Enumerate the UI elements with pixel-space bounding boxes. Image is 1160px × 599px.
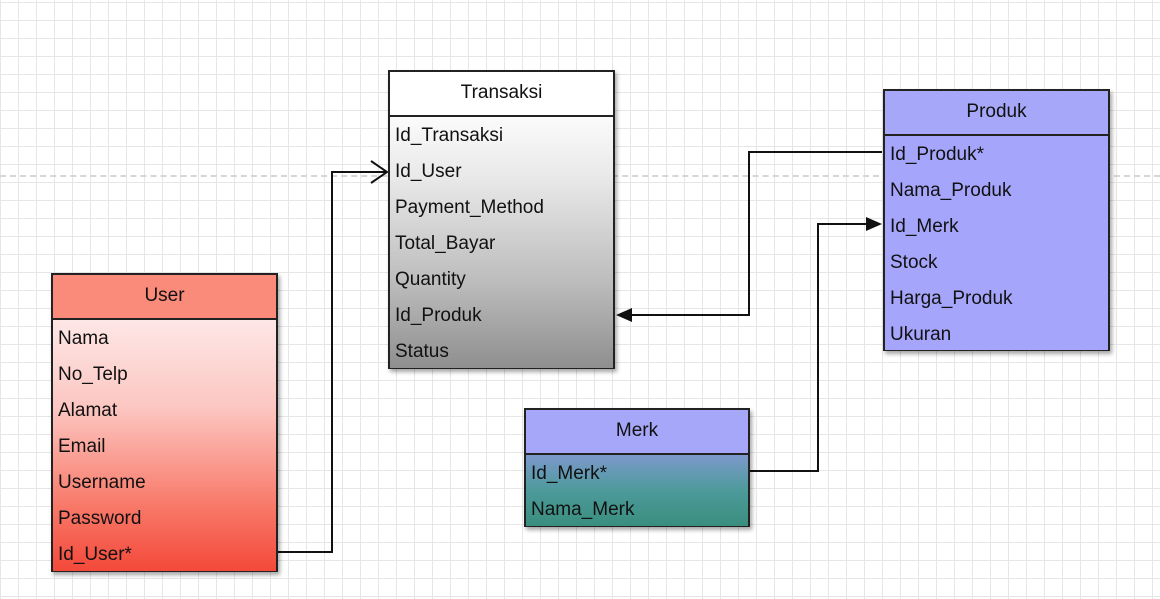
field-id-user[interactable]: Id_User: [395, 161, 462, 182]
field-nama-merk[interactable]: Nama_Merk: [531, 499, 635, 520]
field-total-bayar[interactable]: Total_Bayar: [395, 233, 496, 254]
open-arrowhead-icon: [370, 160, 389, 184]
connector-produk-to-transaksi: [632, 151, 882, 316]
field-no-telp[interactable]: No_Telp: [58, 364, 128, 385]
field-id-user[interactable]: Id_User*: [58, 544, 132, 565]
entity-table-produk[interactable]: Produk Id_Produk* Nama_Produk Id_Merk St…: [883, 89, 1110, 351]
field-nama-produk[interactable]: Nama_Produk: [890, 180, 1012, 201]
table-fields: Id_Merk* Nama_Merk: [526, 455, 748, 526]
field-payment-method[interactable]: Payment_Method: [395, 197, 544, 218]
field-nama[interactable]: Nama: [58, 328, 109, 349]
field-quantity[interactable]: Quantity: [395, 269, 466, 290]
field-ukuran[interactable]: Ukuran: [890, 324, 952, 345]
connector-user-to-transaksi: [278, 171, 387, 553]
field-alamat[interactable]: Alamat: [58, 400, 118, 421]
filled-arrowhead-icon: [616, 308, 632, 322]
field-stock[interactable]: Stock: [890, 252, 938, 273]
table-fields: Id_Produk* Nama_Produk Id_Merk Stock Har…: [885, 136, 1108, 350]
field-status[interactable]: Status: [395, 341, 449, 362]
table-fields: Nama No_Telp Alamat Email Username Passw…: [53, 320, 276, 571]
field-username[interactable]: Username: [58, 472, 146, 493]
table-title: Merk: [526, 410, 748, 455]
field-id-produk[interactable]: Id_Produk: [395, 305, 482, 326]
field-id-produk[interactable]: Id_Produk*: [890, 144, 985, 165]
field-id-merk[interactable]: Id_Merk*: [531, 463, 608, 484]
field-password[interactable]: Password: [58, 508, 142, 529]
table-title: Produk: [885, 91, 1108, 136]
table-fields: Id_Transaksi Id_User Payment_Method Tota…: [390, 117, 613, 368]
table-title: User: [53, 275, 276, 320]
table-title: Transaksi: [390, 72, 613, 117]
filled-arrowhead-icon: [866, 217, 882, 231]
connector-merk-to-produk: [750, 223, 866, 472]
field-id-transaksi[interactable]: Id_Transaksi: [395, 125, 504, 146]
entity-table-transaksi[interactable]: Transaksi Id_Transaksi Id_User Payment_M…: [388, 70, 615, 369]
entity-table-merk[interactable]: Merk Id_Merk* Nama_Merk: [524, 408, 750, 527]
entity-table-user[interactable]: User Nama No_Telp Alamat Email Username …: [51, 273, 278, 572]
field-harga-produk[interactable]: Harga_Produk: [890, 288, 1013, 309]
field-email[interactable]: Email: [58, 436, 106, 457]
field-id-merk[interactable]: Id_Merk: [890, 216, 959, 237]
